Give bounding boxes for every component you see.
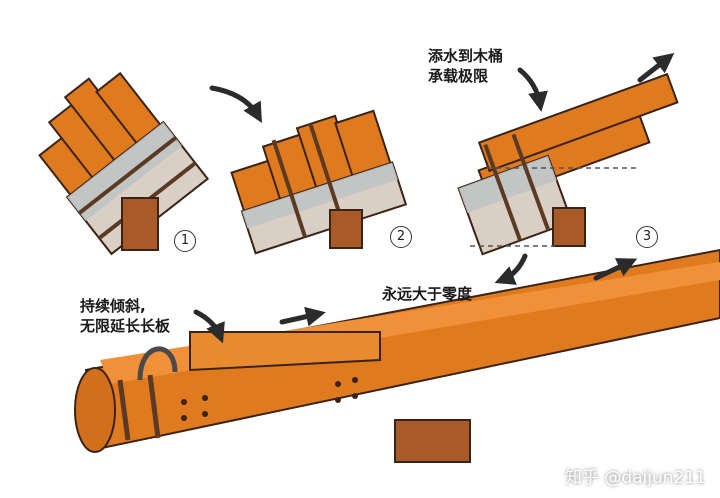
- barrel-stage-2: [230, 109, 408, 255]
- barrel-long: [74, 248, 720, 453]
- support-block-3: [552, 207, 586, 247]
- keep-tilt-line-1: 持续倾斜,: [80, 297, 146, 315]
- arrow-right-mid: [279, 306, 326, 327]
- support-block-long: [394, 419, 471, 463]
- step-1-number: 1: [174, 230, 196, 252]
- step-2-number: 2: [390, 226, 412, 248]
- keep-tilt-label: 持续倾斜, 无限延长长板: [80, 296, 170, 336]
- barrel-stage-1: [38, 71, 210, 256]
- arrow-up-right-mid: [593, 258, 638, 281]
- keep-tilt-line-2: 无限延长长板: [80, 317, 171, 335]
- fill-water-line-2: 承载极限: [428, 67, 489, 85]
- support-block-2: [329, 209, 363, 249]
- above-zero-label: 永远大于零度: [382, 285, 473, 303]
- arrow-keep-tilt: [193, 309, 225, 344]
- support-block-1: [121, 197, 159, 251]
- fill-water-label: 添水到木桶 承载极限: [428, 46, 503, 86]
- step-3-number: 3: [636, 226, 658, 248]
- fill-water-line-1: 添水到木桶: [428, 47, 504, 65]
- arrow-up-right-top: [637, 53, 675, 83]
- arrow-stage2-to-3: [517, 67, 548, 112]
- watermark: 知乎 @daijun211: [564, 468, 706, 488]
- barrel-stage-3: [457, 72, 679, 256]
- arrow-stage1-to-2: [209, 85, 262, 123]
- arrow-to-zero-label: [494, 253, 528, 285]
